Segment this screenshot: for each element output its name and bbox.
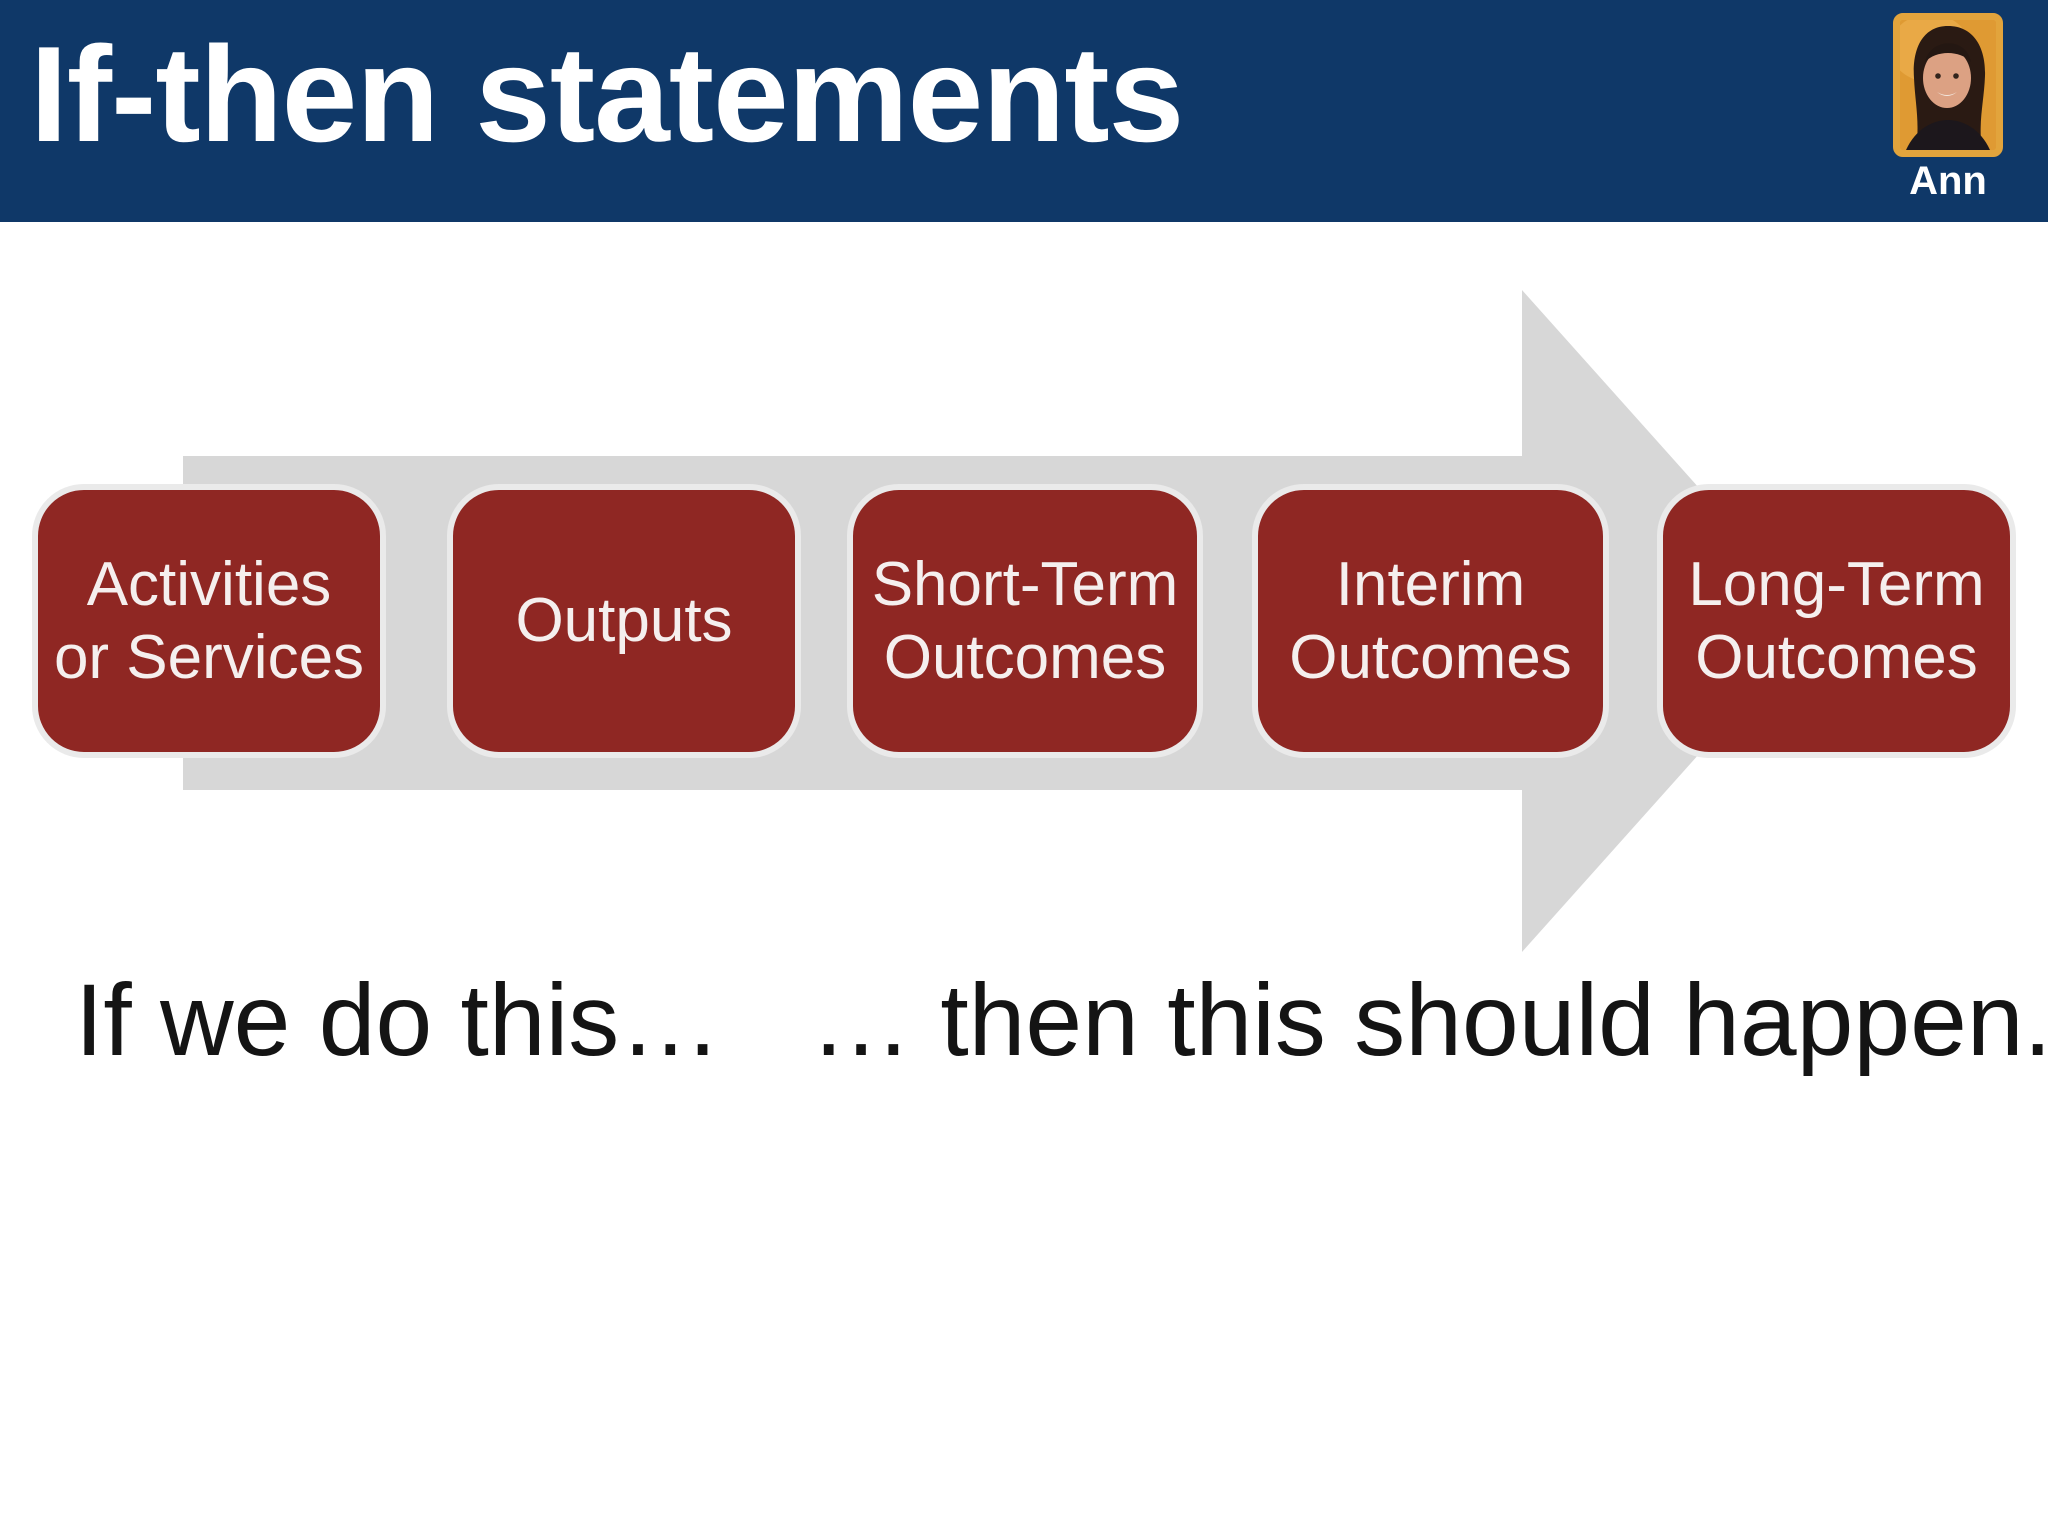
process-step-label: Outcomes	[1695, 623, 1978, 692]
presenter-portrait-image	[1900, 20, 1996, 150]
process-step-outputs: Outputs	[447, 484, 801, 758]
process-step-label: Outputs	[515, 586, 733, 656]
process-step-label: Long-Term	[1688, 549, 1985, 619]
process-step-label: Outcomes	[883, 623, 1167, 692]
webcam-avatar	[1893, 13, 2003, 157]
process-step-label: Interim	[1335, 549, 1526, 619]
process-step-label: Short-Term	[871, 549, 1179, 619]
page-title: If-then statements	[30, 18, 1184, 170]
process-step-short-term-outcomes: Short-Term Outcomes	[847, 484, 1203, 758]
webcam-tile[interactable]: Ann	[1892, 13, 2004, 201]
presenter-name-label: Ann	[1909, 159, 1987, 203]
process-step-long-term-outcomes: Long-Term Outcomes	[1657, 484, 2016, 758]
caption-then-should-happen: … then this should happen.	[810, 963, 2048, 1077]
process-step-interim-outcomes: Interim Outcomes	[1252, 484, 1609, 758]
process-step-label: Activities	[86, 549, 332, 619]
process-step-label: or Services	[53, 623, 365, 692]
process-step-label: Outcomes	[1289, 623, 1572, 692]
caption-if-we-do-this: If we do this…	[75, 963, 722, 1077]
process-step-activities-or-services: Activities or Services	[32, 484, 386, 758]
slide-header: If-then statements	[0, 0, 2048, 222]
